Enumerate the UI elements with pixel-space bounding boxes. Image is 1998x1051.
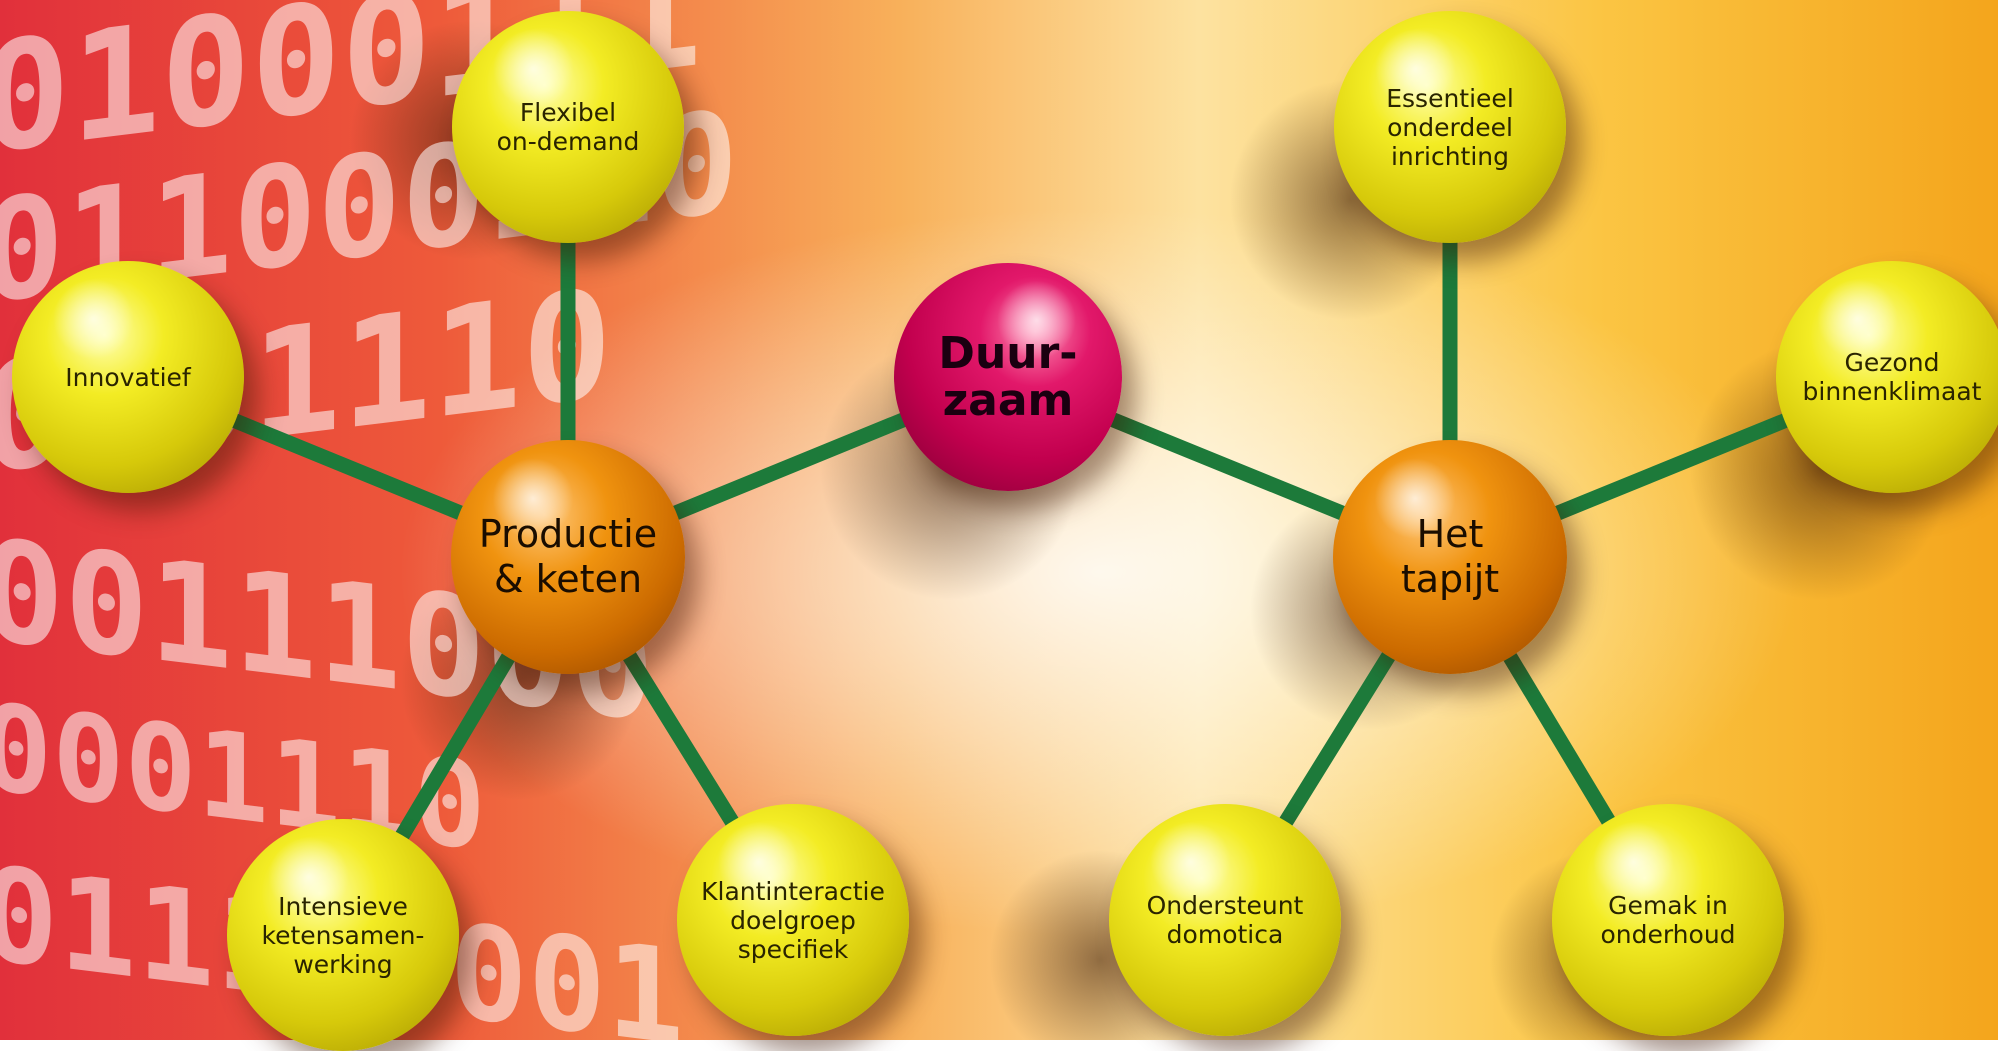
root-node-duurzaam-label: Duur- zaam bbox=[938, 328, 1078, 426]
leaf-node-flexibel: Flexibel on-demand bbox=[452, 11, 684, 243]
hub-node-productie: Productie & keten bbox=[451, 440, 685, 674]
leaf-node-ondersteunt: Ondersteunt domotica bbox=[1109, 804, 1341, 1036]
leaf-node-ondersteunt-label: Ondersteunt domotica bbox=[1146, 891, 1304, 949]
leaf-node-gemak-label: Gemak in onderhoud bbox=[1600, 891, 1736, 949]
hub-node-tapijt-label: Het tapijt bbox=[1400, 512, 1500, 601]
leaf-node-gezond: Gezond binnenklimaat bbox=[1776, 261, 1998, 493]
highlight bbox=[52, 278, 134, 360]
leaf-node-klantinteractie-label: Klantinteractie doelgroep specifiek bbox=[701, 876, 885, 964]
leaf-node-flexibel-label: Flexibel on-demand bbox=[496, 98, 640, 156]
leaf-node-innovatief-label: Innovatief bbox=[65, 362, 191, 392]
leaf-node-klantinteractie: Klantinteractie doelgroep specifiek bbox=[677, 804, 909, 1036]
leaf-node-gemak: Gemak in onderhoud bbox=[1552, 804, 1784, 1036]
leaf-node-innovatief: Innovatief bbox=[12, 261, 244, 493]
hub-node-productie-label: Productie & keten bbox=[478, 512, 658, 601]
leaf-node-intensieve: Intensieve ketensamen- werking bbox=[227, 819, 459, 1051]
hub-node-tapijt: Het tapijt bbox=[1333, 440, 1567, 674]
leaf-node-essentieel-label: Essentieel onderdeel inrichting bbox=[1386, 83, 1514, 171]
leaf-node-gezond-label: Gezond binnenklimaat bbox=[1802, 348, 1982, 406]
leaf-node-intensieve-label: Intensieve ketensamen- werking bbox=[261, 891, 425, 979]
leaf-node-essentieel: Essentieel onderdeel inrichting bbox=[1334, 11, 1566, 243]
root-node-duurzaam: Duur- zaam bbox=[894, 263, 1122, 491]
